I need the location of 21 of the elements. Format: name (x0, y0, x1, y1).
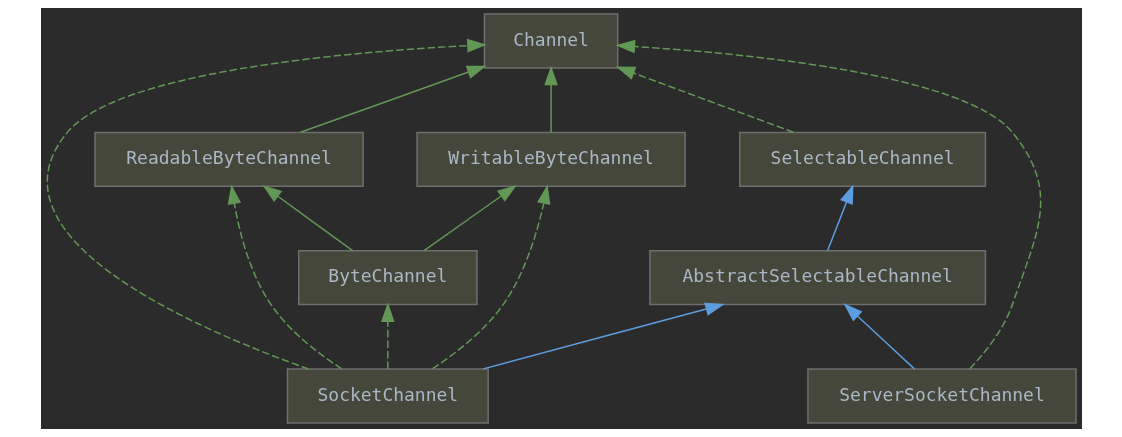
arrow (46, 38, 487, 370)
arrow (227, 184, 342, 370)
arrow (826, 184, 853, 252)
node-box: ReadableByteChannel (93, 131, 364, 188)
arrow (543, 65, 558, 133)
arrow (380, 302, 395, 370)
arrow (843, 303, 915, 370)
node-box: Channel (483, 13, 618, 69)
arrow (422, 185, 517, 252)
arrow (482, 302, 725, 370)
node-box: AbstractSelectableChannel (648, 249, 986, 306)
node-box: WritableByteChannel (415, 131, 686, 188)
arrow (431, 184, 550, 370)
arrow (261, 185, 353, 252)
node-box: ByteChannel (297, 249, 478, 306)
node-box: ServerSocketChannel (806, 368, 1077, 424)
arrow (299, 65, 486, 133)
arrow (615, 39, 1041, 370)
node-box: SelectableChannel (738, 131, 986, 188)
arrow (615, 66, 794, 133)
node-box: SocketChannel (286, 368, 489, 424)
